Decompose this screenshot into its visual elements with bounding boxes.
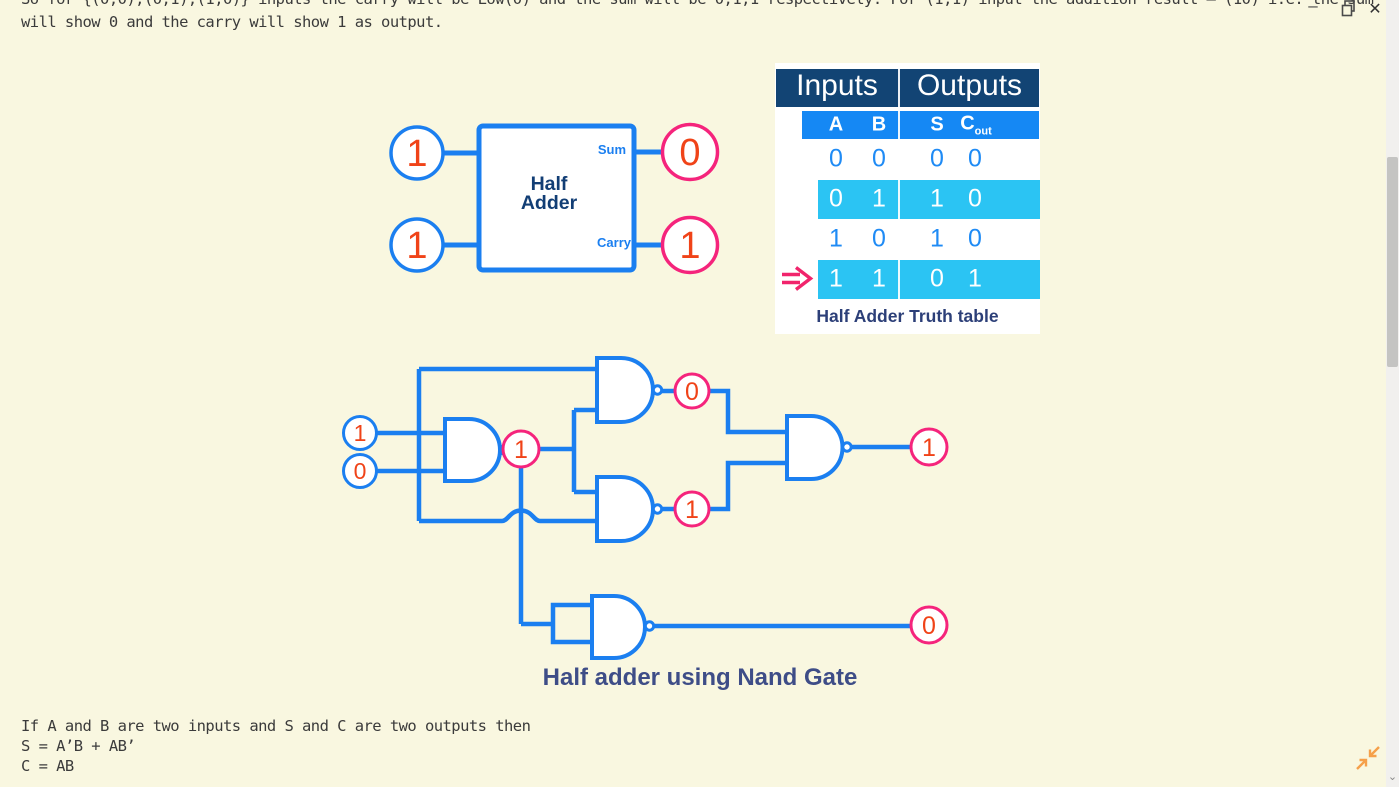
footer-line-3: C = AB [21,757,74,775]
scrollbar-track[interactable]: ⌃ ⌄ [1386,0,1399,787]
column-divider [898,69,900,300]
nand-gate-5 [590,594,647,660]
column-header-row [802,111,1039,139]
nand2-output-value: 0 [685,378,699,406]
nand-gate-4 [785,414,845,481]
close-icon[interactable]: ✕ [1368,1,1382,18]
table-row-highlighted [818,260,1040,299]
nand-gate-2 [595,356,655,424]
inputs-header: Inputs [796,69,878,102]
article-footer: If A and B are two inputs and S and C ar… [21,716,531,776]
circuit-input-a-circle [342,415,378,451]
cell-r0-s: 0 [930,144,944,173]
circuit-input-a-value: 1 [354,420,367,446]
copy-icon-glyph [1341,0,1355,17]
article-top-line-clipped: So for {(0,0),(0,1),(1,0)} inputs the ca… [21,0,1374,9]
half-adder-block-diagram: Half Adder Sum Carry 1 1 0 1 [389,122,720,275]
block-title-line1: Half [531,173,568,195]
nand1-output-circle [501,429,541,469]
truth-table-caption: Half Adder Truth table [816,306,999,326]
scroll-up-icon[interactable]: ⌃ [1387,0,1398,8]
nand3-output-circle [673,490,711,528]
nand-circuit-diagram: 1 0 1 0 1 1 0 [342,356,949,660]
copy-icon[interactable] [1340,0,1357,24]
sum-output-circle [660,122,720,182]
circuit-carry-circle [909,605,949,645]
footer-line-2: S = A’B + AB’ [21,737,136,755]
nand-circuit-caption: Half adder using Nand Gate [542,664,858,691]
table-row-highlighted [818,180,1040,219]
circuit-sum-value: 1 [922,434,936,462]
carry-output-value: 1 [679,225,700,267]
truth-table-header [776,69,1039,107]
table-row [775,219,1040,259]
block-wires [443,149,663,248]
circuit-input-b-circle [342,453,378,489]
sum-output-value: 0 [679,132,700,174]
cout-main: C [960,112,975,135]
cell-r3-b: 1 [872,264,886,293]
cell-r3-c: 1 [968,264,982,293]
col-header-cout: Cout [960,113,992,138]
nand1-output-value: 1 [514,436,528,464]
input-a-circle [389,125,445,181]
circuit-carry-value: 0 [922,612,936,640]
cell-r1-b: 1 [872,184,886,213]
scroll-down-icon[interactable]: ⌄ [1387,771,1398,783]
cell-r3-s: 0 [930,264,944,293]
col-header-b: B [871,113,887,136]
cell-r2-a: 1 [829,224,843,253]
scrollbar-thumb[interactable] [1387,157,1398,367]
cell-r1-a: 0 [829,184,843,213]
cell-r1-s: 1 [930,184,944,213]
input-b-circle [389,217,445,273]
half-adder-box [476,123,637,273]
row-pointer-arrow-icon [782,266,814,291]
nand2-output-circle [673,372,711,410]
cell-r3-a: 1 [829,264,843,293]
block-title-line2: Adder [521,192,578,214]
cell-r0-b: 0 [872,144,886,173]
cell-r0-a: 0 [829,144,843,173]
col-header-a: A [828,113,844,136]
circuit-input-b-value: 0 [354,458,367,484]
cell-r2-b: 0 [872,224,886,253]
nand-gate-1 [443,417,502,483]
circuit-wires [377,366,911,645]
col-header-s: S [930,113,944,136]
input-b-value: 1 [406,225,427,267]
cell-r2-c: 0 [968,224,982,253]
exit-fullscreen-icon[interactable] [1354,744,1382,772]
outputs-header: Outputs [916,69,1023,102]
circuit-sum-circle [909,427,949,467]
table-row [775,139,1040,179]
nand-gates [443,356,845,660]
truth-table-panel: Inputs Outputs A B S Cout 0 0 0 0 0 1 1 … [775,63,1040,334]
carry-label: Carry [597,235,632,250]
cell-r0-c: 0 [968,144,982,173]
article-top-line: will show 0 and the carry will show 1 as… [21,13,443,31]
nand3-output-value: 1 [685,496,699,524]
cell-r2-s: 1 [930,224,944,253]
footer-line-1: If A and B are two inputs and S and C ar… [21,717,531,735]
input-a-value: 1 [406,133,427,175]
sum-label: Sum [598,142,626,157]
nand-gate-3 [595,475,655,543]
cell-r1-c: 0 [968,184,982,213]
carry-output-circle [660,215,720,275]
minimize-icon[interactable]: – [1308,0,1318,15]
cout-sub: out [974,125,992,138]
